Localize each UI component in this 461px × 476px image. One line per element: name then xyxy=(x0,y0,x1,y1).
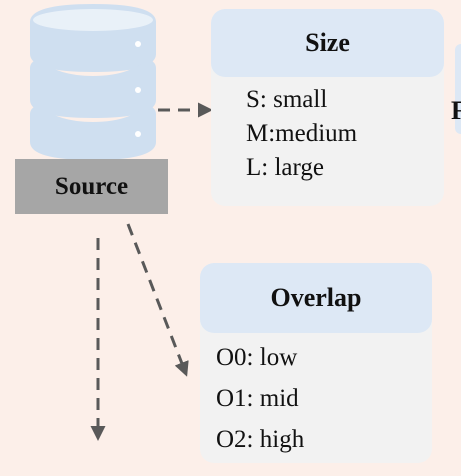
clipped-card-text: F xyxy=(451,96,461,125)
size-card: Size S: small M:medium L: large xyxy=(211,9,444,206)
overlap-item: O0: low xyxy=(216,344,298,371)
arrow-to-overlap xyxy=(126,223,189,377)
size-item: S: small xyxy=(246,86,328,113)
overlap-item: O1: mid xyxy=(216,385,299,412)
size-item: L: large xyxy=(246,154,324,181)
clipped-card xyxy=(455,44,461,134)
source-label: Source xyxy=(15,159,168,214)
overlap-card: Overlap O0: low O1: mid O2: high xyxy=(200,263,432,463)
overlap-item: O2: high xyxy=(216,426,305,453)
overlap-card-list: O0: low O1: mid O2: high xyxy=(200,333,432,460)
size-item: M:medium xyxy=(246,120,358,147)
size-card-list: S: small M:medium L: large xyxy=(211,77,444,185)
size-card-title: Size xyxy=(211,9,444,77)
overlap-card-title: Overlap xyxy=(200,263,432,333)
database-icon xyxy=(30,4,156,160)
